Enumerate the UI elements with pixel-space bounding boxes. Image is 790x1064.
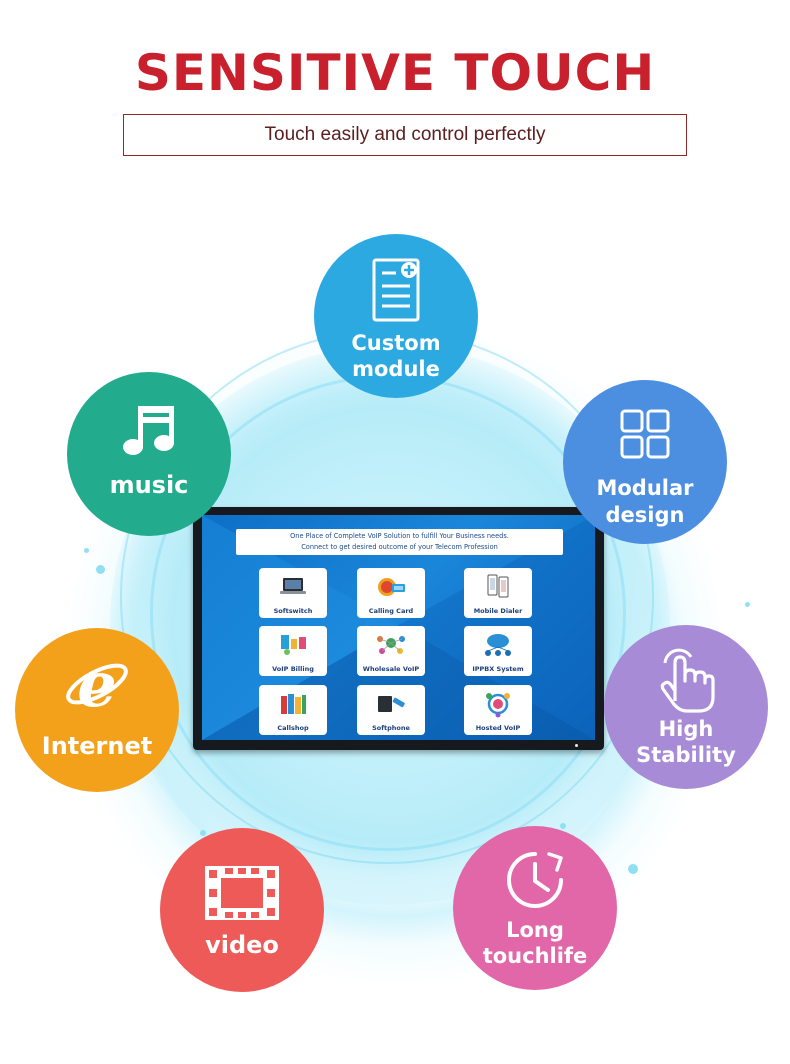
tile-voip-billing[interactable]: VoIP Billing <box>259 626 327 676</box>
internet-explorer-icon: e <box>66 648 128 720</box>
feature-long-touchlife: Long touchlife <box>453 826 617 990</box>
decorative-dot <box>84 548 89 553</box>
feature-label: music <box>109 471 189 499</box>
feature-label: Long touchlife <box>482 918 588 968</box>
softphone-icon <box>378 696 405 712</box>
feature-label: Modular design <box>596 476 694 527</box>
hosted-voip-icon <box>486 693 510 718</box>
feature-internet: e Internet <box>15 628 179 792</box>
page-title: SENSITIVE TOUCH <box>134 44 656 102</box>
feature-high-stability: High Stability <box>604 625 768 789</box>
callshop-icon <box>281 694 306 714</box>
billing-icon <box>281 635 306 655</box>
grid-icon <box>620 409 670 459</box>
network-icon <box>377 636 405 654</box>
feature-label: Internet <box>41 732 153 760</box>
touch-monitor: One Place of Complete VoIP Solution to f… <box>193 507 604 750</box>
clock-icon <box>507 852 563 908</box>
tile-callshop[interactable]: Callshop <box>259 685 327 735</box>
feature-label: Custom module <box>351 331 441 381</box>
monitor-screen: One Place of Complete VoIP Solution to f… <box>202 515 595 740</box>
decorative-dot <box>560 823 566 829</box>
tile-label: IPPBX System <box>472 665 524 673</box>
music-note-icon <box>123 406 174 455</box>
feature-custom-module: Custom module <box>314 234 478 398</box>
banner-line: One Place of Complete VoIP Solution to f… <box>290 532 509 540</box>
feature-label: video <box>205 931 279 959</box>
decorative-dot <box>628 864 638 874</box>
tile-wholesale-voip[interactable]: Wholesale VoIP <box>357 626 425 676</box>
document-plus-icon <box>372 258 420 322</box>
tile-label: Callshop <box>277 724 309 732</box>
feature-video: video <box>160 828 324 992</box>
feature-label: High Stability <box>636 717 736 767</box>
tile-label: Mobile Dialer <box>473 607 523 615</box>
tile-softphone[interactable]: Softphone <box>357 685 425 735</box>
tile-ippbx-system[interactable]: IPPBX System <box>464 626 532 676</box>
tile-hosted-voip[interactable]: Hosted VoIP <box>464 685 532 735</box>
touch-hand-icon <box>660 648 715 713</box>
mobile-phones-icon <box>487 574 509 598</box>
subtitle-box: Touch easily and control perfectly <box>123 114 687 156</box>
subtitle-text: Touch easily and control perfectly <box>264 124 546 145</box>
tile-label: Wholesale VoIP <box>362 665 420 673</box>
power-indicator <box>575 744 578 747</box>
tile-label: Hosted VoIP <box>475 724 521 732</box>
feature-modular-design: Modular design <box>563 380 727 544</box>
tile-label: VoIP Billing <box>272 665 314 673</box>
calling-card-icon <box>378 578 405 596</box>
tile-calling-card[interactable]: Calling Card <box>357 568 425 618</box>
tile-label: Calling Card <box>368 607 414 615</box>
tile-label: Softswitch <box>273 607 313 615</box>
film-icon <box>205 866 279 920</box>
screen-banner: One Place of Complete VoIP Solution to f… <box>236 529 563 555</box>
tile-softswitch[interactable]: Softswitch <box>259 568 327 618</box>
cloud-icon <box>485 634 511 656</box>
laptop-icon <box>280 578 306 594</box>
feature-music: music <box>67 372 231 536</box>
tile-mobile-dialer[interactable]: Mobile Dialer <box>464 568 532 618</box>
decorative-dot <box>96 565 105 574</box>
svg-text:e: e <box>77 648 116 720</box>
banner-line: Connect to get desired outcome of your T… <box>301 543 498 551</box>
decorative-dot <box>200 830 206 836</box>
decorative-dot <box>745 602 750 607</box>
tile-label: Softphone <box>372 724 410 732</box>
